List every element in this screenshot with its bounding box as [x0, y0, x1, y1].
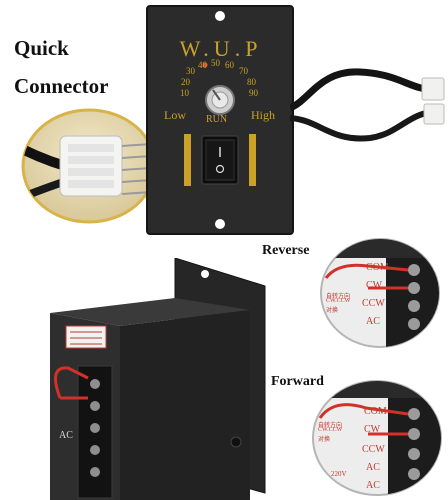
forward-ac-label-2: AC: [366, 480, 380, 491]
dial-number-20: 20: [181, 77, 190, 87]
forward-note-line3: 对换: [318, 437, 331, 443]
cable-connector-lower: [423, 103, 445, 125]
quick-connector-closeup: [21, 108, 157, 224]
warning-sticker: [65, 325, 107, 349]
low-label: Low: [164, 108, 186, 122]
reverse-note-line2: CW.CCW: [326, 298, 351, 304]
forward-ac-label-1: AC: [366, 462, 380, 473]
caption-connector: Connector: [14, 74, 109, 98]
forward-voltage-label: 220V: [331, 470, 347, 478]
speed-controller-panel: [146, 5, 294, 235]
dial-number-80: 80: [247, 77, 256, 87]
high-label: High: [251, 108, 275, 122]
dial-number-10: 10: [180, 88, 189, 98]
box-ac-label: AC: [59, 430, 73, 441]
reverse-closeup: [320, 238, 440, 348]
forward-ccw-label: CCW: [362, 444, 385, 455]
forward-label: Forward: [271, 374, 324, 389]
cable-connector-upper: [421, 77, 445, 101]
reverse-ccw-label: CCW: [362, 298, 385, 309]
caption-quick: Quick: [14, 36, 69, 60]
right-gold-bar: [249, 134, 256, 186]
power-indicator-led: [202, 62, 208, 68]
mount-hole-top: [215, 11, 225, 21]
controller-cable: [290, 68, 445, 142]
dial-number-40: 40: [198, 60, 207, 70]
dial-number-30: 30: [186, 66, 195, 76]
controller-box-back: [50, 258, 266, 500]
reverse-cw-label: CW: [366, 280, 383, 291]
reverse-label: Reverse: [262, 243, 310, 258]
brand-label: W.U.P: [179, 36, 263, 61]
forward-note-line1: 自转方向: [318, 423, 343, 429]
reverse-ac-label: AC: [366, 316, 380, 327]
forward-closeup: [312, 380, 442, 496]
reverse-com-label: COM: [366, 262, 389, 273]
dial-number-70: 70: [239, 66, 248, 76]
run-label: RUN: [206, 114, 228, 125]
box-screw-hole: [230, 436, 242, 448]
left-gold-bar: [184, 134, 191, 186]
mount-hole-bottom: [215, 219, 225, 229]
forward-note-line2: CW.CCW: [318, 427, 343, 433]
forward-com-label: COM: [364, 406, 387, 417]
dial-number-90: 90: [249, 88, 258, 98]
forward-cw-label: CW: [364, 424, 381, 435]
reverse-note-line1: 自转方向: [326, 294, 351, 300]
dial-number-50: 50: [211, 58, 220, 68]
reverse-note-line3: 对换: [326, 308, 339, 314]
dial-number-60: 60: [225, 60, 234, 70]
